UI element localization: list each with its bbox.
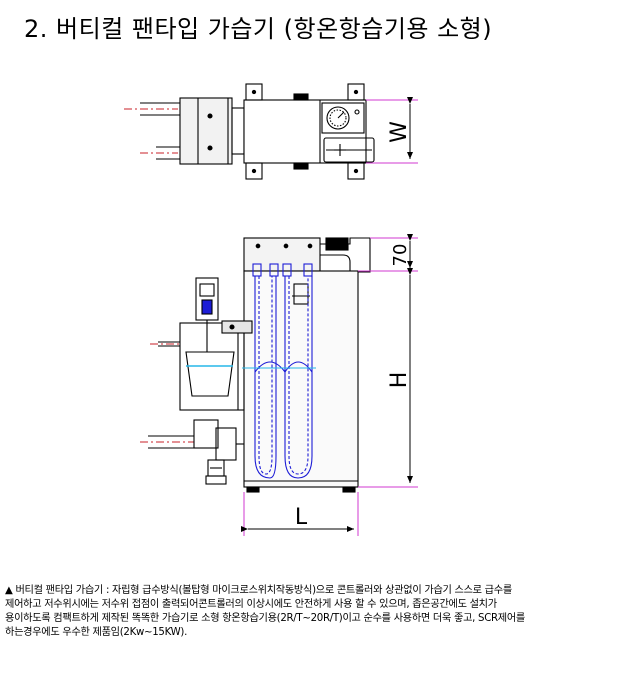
page-title: 2. 버티컬 팬타입 가습기 (항온항습기용 소형)	[24, 15, 493, 43]
height-label: H	[387, 372, 412, 389]
description-caption: ▲ 버티컬 팬타입 가습기 : 자립형 급수방식(볼탑형 마이크로스위치작동방식…	[5, 584, 615, 640]
height-dimensions	[358, 234, 418, 488]
front-view	[140, 237, 371, 493]
top-height-label: 70	[390, 244, 411, 267]
heater-elements	[242, 263, 316, 479]
caption-line: ▲ 버티컬 팬타입 가습기 : 자립형 급수방식(볼탑형 마이크로스위치작동방식…	[5, 585, 512, 596]
width-label: W	[387, 121, 412, 143]
length-dimension	[241, 492, 359, 536]
top-view-pipes	[124, 102, 180, 160]
length-label: L	[295, 505, 308, 530]
width-dimension	[366, 97, 418, 164]
caption-line: 제어하고 저수위시에는 저수위 접점이 출력되어콘트롤러의 이상시에도 안전하게…	[5, 599, 497, 610]
caption-line: 하는경우에도 우수한 제품임(2Kw~15KW).	[5, 627, 188, 638]
caption-line: 용이하도록 컴팩트하게 제작된 똑똑한 가습기로 소형 항온항습기용(2R/T~…	[5, 613, 526, 624]
top-view	[124, 83, 375, 180]
